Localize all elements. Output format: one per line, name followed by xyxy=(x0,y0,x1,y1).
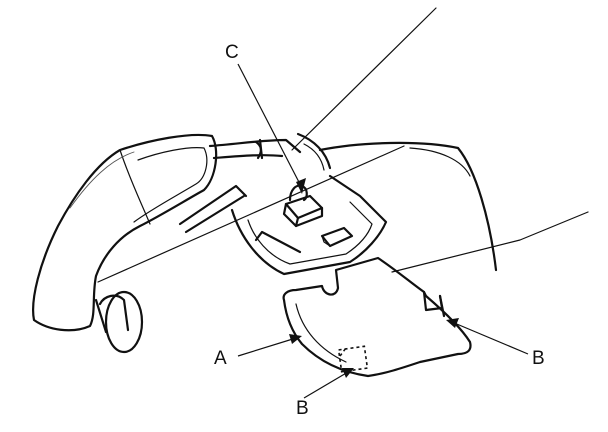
mirror-base-opening xyxy=(230,174,388,276)
wire-bracket xyxy=(178,132,332,234)
rear-view-mirror xyxy=(32,133,218,332)
label-cover: A xyxy=(214,348,227,369)
label-tab-right: B xyxy=(532,348,545,369)
label-connector: C xyxy=(225,42,239,63)
headliner-trim xyxy=(318,141,498,272)
label-tab-bottom: B xyxy=(296,398,309,419)
windshield-lines xyxy=(97,7,589,283)
connector-part xyxy=(282,184,354,248)
mirror-stalk xyxy=(94,138,302,354)
leader-lines xyxy=(237,63,529,399)
cover-part xyxy=(282,256,472,378)
